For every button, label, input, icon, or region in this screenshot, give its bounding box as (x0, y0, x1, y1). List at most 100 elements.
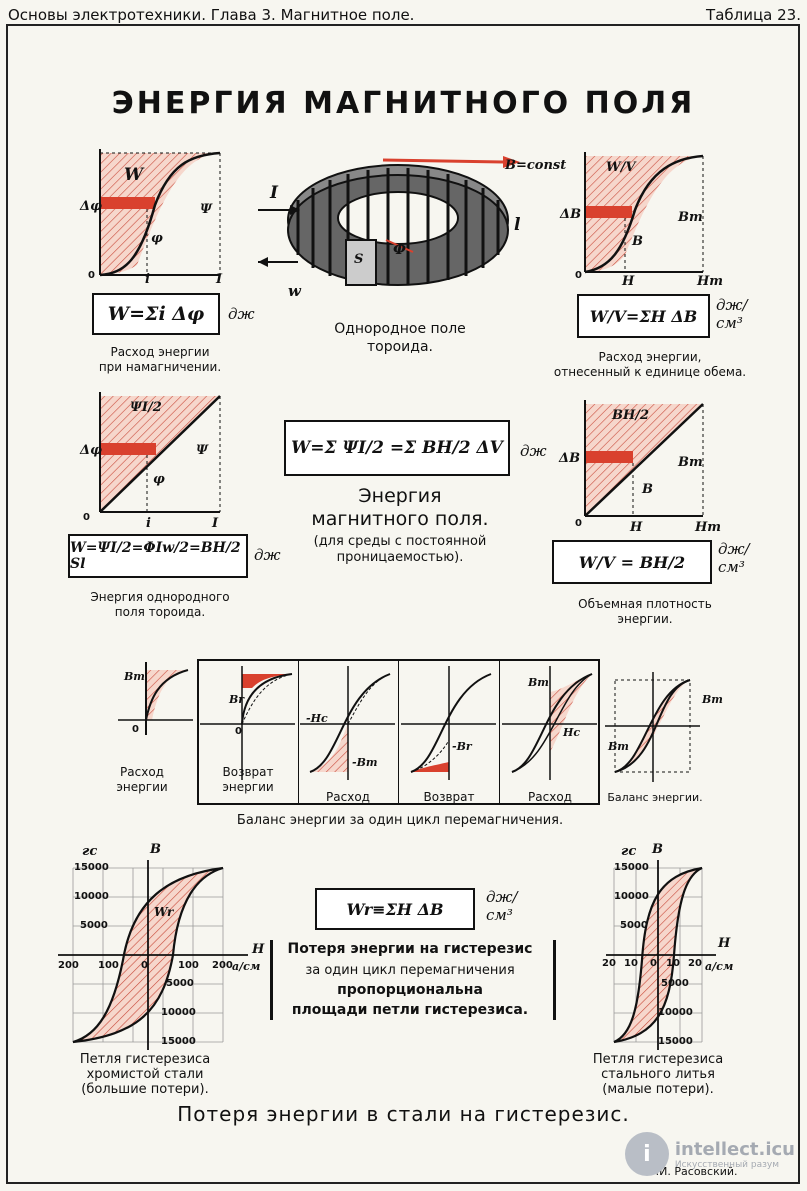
volume-density-formula-box: W/V = BH/2 (552, 540, 712, 584)
density-unit: дж/см³ (716, 296, 748, 332)
ytick-l-1: 10000 (74, 891, 109, 902)
toroid-illustration (258, 156, 520, 286)
energy-unit: дж (228, 305, 255, 323)
bottom-title: Потеря энергии в стали на гистерезис. (177, 1102, 630, 1126)
cycle-bm-1: Bm (124, 670, 145, 683)
field-energy-formula-box: W=Σ ΨI/2 =Σ BH/2 ΔV (284, 420, 510, 476)
ytick-r-4: 10000 (658, 1007, 693, 1018)
loop-right-axis-b: B (652, 842, 663, 857)
i-label-3: i (146, 516, 151, 531)
watermark-text: intellect.icu (674, 1138, 795, 1160)
linear-energy-diagram (99, 392, 221, 513)
loop-left-units-h: а/см (232, 960, 261, 973)
current-max-label-3: I (212, 516, 219, 531)
loop-right-units-h: а/см (705, 960, 734, 973)
origin-label-4: 0 (575, 518, 582, 529)
cycle-bm-5: Bm (528, 676, 549, 689)
cycle-step-1-graph (118, 662, 193, 735)
h-label: H (622, 274, 635, 289)
ytick-r-1: 10000 (614, 891, 649, 902)
loop-left-axis-h: H (252, 942, 265, 957)
cycle-label-5: Расход (528, 790, 572, 804)
bm-label-4: Bm (678, 455, 703, 470)
db-label-4: ΔB (559, 451, 581, 466)
b-const-label: B=const (505, 158, 567, 173)
db-label: ΔB (560, 207, 582, 222)
hm-label: Hm (697, 274, 724, 289)
bm-label: Bm (678, 210, 703, 225)
current-max-label: I (216, 272, 223, 287)
center-title-2: магнитного поля. (311, 508, 489, 530)
cycle-balance-graph (605, 672, 700, 782)
ytick-r-5: 15000 (658, 1036, 693, 1047)
length-label: l (514, 215, 521, 235)
bh-fraction: BH/2 (612, 408, 650, 423)
flux-label: Φ (393, 240, 407, 258)
xtick-l-3: 100 (178, 960, 199, 971)
area-label: S (354, 252, 364, 267)
hysteresis-loss-formula-box: Wr≡ΣH ΔB (315, 888, 475, 930)
energy-formula-box: W=Σi Δφ (92, 293, 220, 335)
origin-label: 0 (88, 270, 95, 281)
cycle-step-3-graph (300, 666, 395, 780)
center-title-1: Энергия (358, 485, 442, 507)
ytick-l-0: 15000 (74, 862, 109, 873)
hm-label-4: Hm (695, 520, 722, 535)
volume-density-diagram (584, 400, 704, 517)
poster-frame (6, 24, 800, 1184)
loop-left-wr: Wr (154, 905, 174, 919)
ytick-r-2: 5000 (620, 920, 648, 931)
hysteresis-loop-chromium-steel (58, 860, 248, 1050)
density-formula-box: W/V=ΣH ΔB (577, 294, 710, 338)
phi-label-3: φ (153, 472, 165, 487)
cycle-origin-1: 0 (132, 724, 139, 735)
loop-right-units-b: гс (621, 844, 637, 859)
loop-left-units-b: гс (82, 844, 98, 859)
cycle-divider-1 (298, 659, 299, 805)
cycle-origin-2: 0 (235, 726, 242, 737)
center-note-2: проницаемостью). (336, 550, 464, 565)
phi-label: φ (151, 231, 163, 246)
ytick-r-0: 15000 (614, 862, 649, 873)
xtick-r-0: 20 (602, 958, 616, 969)
page-title: ЭНЕРГИЯ МАГНИТНОГО ПОЛЯ (111, 86, 696, 121)
xtick-r-4: 20 (688, 958, 702, 969)
cycle-step-2-graph (200, 666, 295, 780)
hysteresis-bracket (270, 940, 556, 1020)
ytick-l-2: 5000 (80, 920, 108, 931)
xtick-l-1: 100 (98, 960, 119, 971)
hysteresis-line-4: площади петли гистерезиса. (291, 1002, 529, 1018)
watermark-subtext: Искусственный разум (674, 1159, 780, 1170)
origin-label-2: 0 (575, 270, 582, 281)
hysteresis-loop-cast-steel (606, 860, 716, 1050)
cycle-hc-5: Hc (563, 726, 581, 739)
header-table-number: Таблица 23. (706, 6, 801, 24)
cycle-label-4: Возврат (423, 790, 475, 804)
ytick-l-4: 10000 (161, 1007, 196, 1018)
xtick-r-2: 0 (650, 958, 657, 969)
xtick-l-4: 200 (212, 960, 233, 971)
h-label-4: H (630, 520, 643, 535)
xtick-l-0: 200 (58, 960, 79, 971)
xtick-r-1: 10 (624, 958, 638, 969)
loop-left-axis-b: B (150, 842, 161, 857)
panel2-caption: Расход энергии,отнесенный к единице обем… (553, 350, 747, 379)
b-label: B (632, 234, 643, 249)
cycle-mbm-3: -Bm (352, 756, 378, 769)
cycle-hc-3: -Hc (306, 712, 328, 725)
wv-label: W/V (606, 160, 636, 175)
ytick-l-3: 5000 (166, 978, 194, 989)
ytick-r-3: 5000 (661, 978, 689, 989)
current-label: I (270, 183, 278, 203)
magnetization-curve-diagram (99, 149, 221, 277)
hysteresis-loss-unit: дж/см³ (486, 888, 518, 924)
cycle-bm-6b: Bm (608, 740, 629, 753)
cycle-step-5-graph (502, 666, 597, 780)
dphi-label-3: Δφ (80, 443, 102, 458)
